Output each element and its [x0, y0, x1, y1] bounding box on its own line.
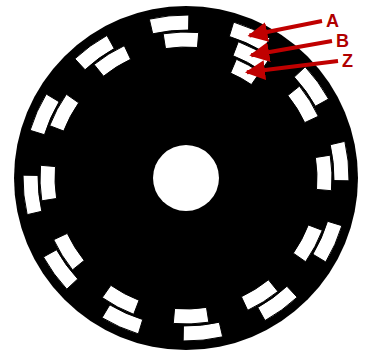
leader-arrow [247, 61, 338, 72]
slot [40, 165, 57, 201]
slot [23, 175, 42, 215]
slot [288, 86, 319, 123]
slot [102, 285, 139, 314]
slot [330, 141, 349, 181]
slot [50, 94, 79, 131]
signal-label: B [336, 32, 349, 50]
signal-label: Z [342, 52, 353, 70]
signal-label: A [326, 12, 339, 30]
slot [173, 307, 209, 324]
disk [14, 6, 358, 350]
slot [241, 280, 278, 311]
slot [315, 155, 332, 191]
slot [183, 322, 223, 341]
slot [293, 225, 322, 262]
slot [149, 15, 189, 34]
slot [163, 32, 199, 49]
leader-arrow [251, 41, 332, 55]
leader-arrow [249, 21, 322, 35]
center-hole [153, 145, 219, 211]
slot [54, 233, 85, 270]
slot [94, 46, 131, 77]
